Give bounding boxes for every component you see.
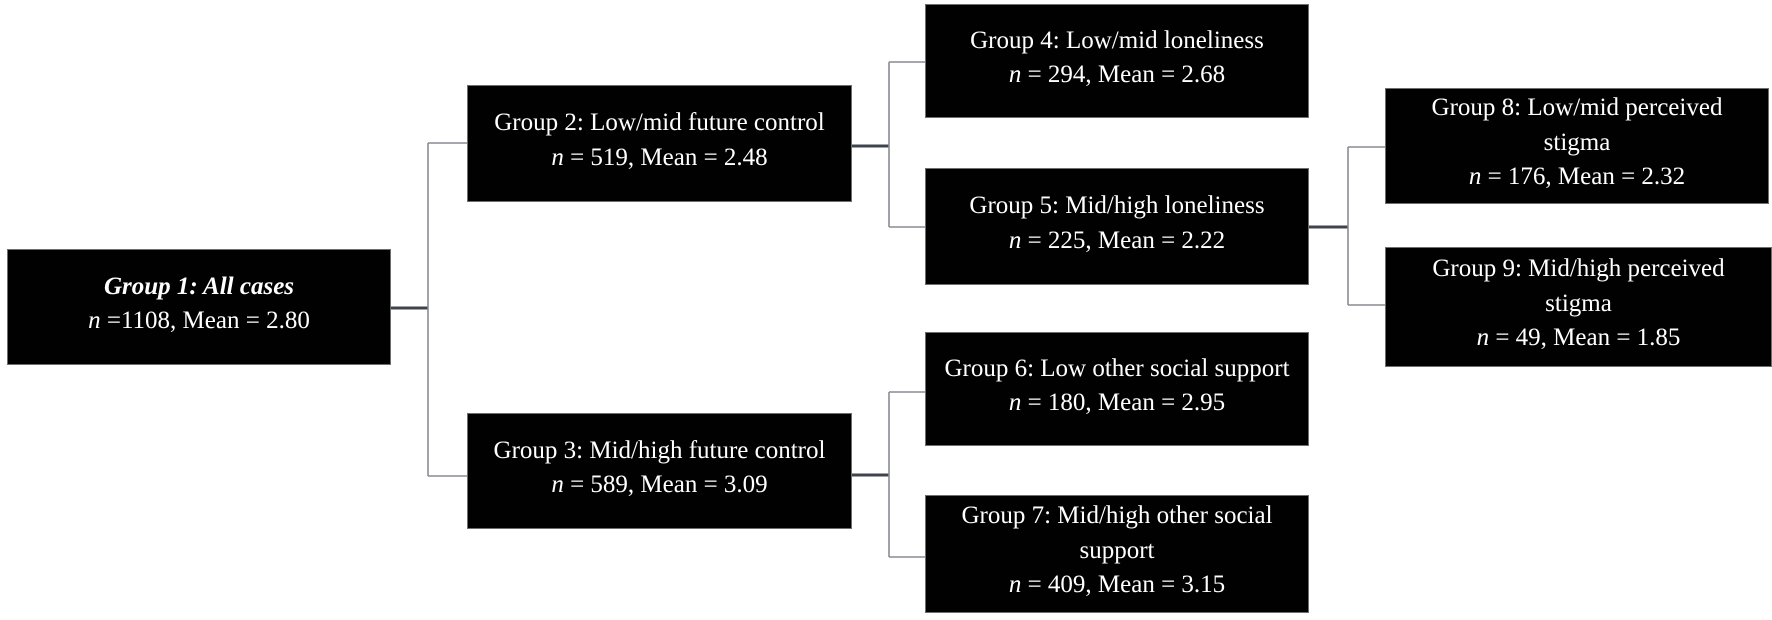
- stats-text: = 225, Mean = 2.22: [1021, 226, 1226, 254]
- n-symbol: n: [1008, 226, 1022, 254]
- stats-text: = 176, Mean = 2.32: [1481, 163, 1686, 191]
- node-group6-title: Group 6: Low other social support: [944, 354, 1290, 382]
- stats-text: = 294, Mean = 2.68: [1021, 61, 1226, 88]
- n-symbol: n: [551, 143, 564, 171]
- stats-text: = 519, Mean = 2.48: [563, 143, 768, 171]
- n-symbol: n: [1008, 571, 1022, 599]
- n-symbol: n: [1468, 163, 1482, 191]
- node-group9-stats: n = 49, Mean = 1.85: [1477, 321, 1681, 356]
- stats-text: = 409, Mean = 3.15: [1021, 571, 1226, 599]
- n-symbol: n: [1008, 61, 1022, 88]
- node-group9-mid-high-perceived-stigma: Group 9: Mid/high perceived stigma n = 4…: [1385, 247, 1772, 367]
- node-group4-low-mid-loneliness: Group 4: Low/mid loneliness n = 294, Mea…: [925, 4, 1309, 118]
- node-group7-stats: n = 409, Mean = 3.15: [1009, 568, 1225, 603]
- node-group8-low-mid-perceived-stigma: Group 8: Low/mid perceived stigma n = 17…: [1385, 88, 1769, 204]
- node-group6-stats: n = 180, Mean = 2.95: [1009, 386, 1225, 421]
- node-group5-title: Group 5: Mid/high loneliness: [969, 192, 1265, 219]
- node-group8-title: Group 8: Low/mid perceived stigma: [1431, 94, 1723, 156]
- node-group3-stats: n = 589, Mean = 3.09: [551, 468, 767, 503]
- node-group9-title: Group 9: Mid/high perceived stigma: [1432, 255, 1725, 317]
- stats-text: = 180, Mean = 2.95: [1021, 389, 1226, 416]
- node-group5-stats: n = 225, Mean = 2.22: [1009, 224, 1225, 259]
- n-symbol: n: [551, 471, 564, 498]
- node-group4-title: Group 4: Low/mid loneliness: [970, 26, 1264, 54]
- n-symbol: n: [88, 307, 101, 334]
- node-group1-all-cases: Group 1: All cases n =1108, Mean = 2.80: [7, 249, 391, 365]
- stats-text: = 49, Mean = 1.85: [1489, 324, 1681, 352]
- node-group3-mid-high-future-control: Group 3: Mid/high future control n = 589…: [467, 413, 852, 529]
- n-symbol: n: [1008, 389, 1022, 416]
- n-symbol: n: [1476, 324, 1490, 352]
- node-group4-stats: n = 294, Mean = 2.68: [1009, 58, 1225, 93]
- stats-text: =1108, Mean = 2.80: [100, 307, 310, 334]
- node-group1-stats: n =1108, Mean = 2.80: [88, 304, 310, 339]
- node-group7-mid-high-other-social-support: Group 7: Mid/high other social support n…: [925, 495, 1309, 613]
- stats-text: = 589, Mean = 3.09: [563, 471, 768, 498]
- node-group2-low-mid-future-control: Group 2: Low/mid future control n = 519,…: [467, 85, 852, 202]
- node-group7-title: Group 7: Mid/high other social support: [961, 502, 1273, 564]
- node-group5-mid-high-loneliness: Group 5: Mid/high loneliness n = 225, Me…: [925, 168, 1309, 285]
- node-group6-low-other-social-support: Group 6: Low other social support n = 18…: [925, 332, 1309, 446]
- node-group2-title: Group 2: Low/mid future control: [494, 109, 825, 136]
- node-group1-title: Group 1: All cases: [103, 272, 295, 300]
- node-group3-title: Group 3: Mid/high future control: [493, 436, 826, 464]
- node-group8-stats: n = 176, Mean = 2.32: [1469, 160, 1685, 195]
- node-group2-stats: n = 519, Mean = 2.48: [551, 141, 767, 176]
